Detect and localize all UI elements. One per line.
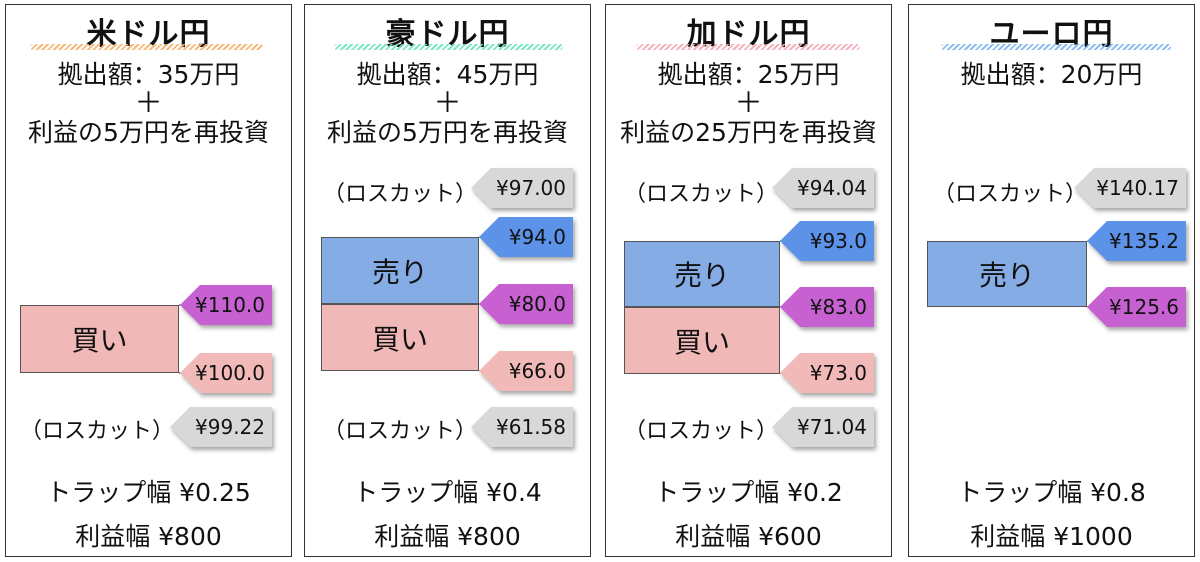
sell-box: 売り <box>927 241 1087 307</box>
profit-width-text: 利益幅 ¥600 <box>675 522 822 551</box>
profit-width-text: 利益幅 ¥1000 <box>970 522 1133 551</box>
price-tag-sell-lower: ¥125.6 <box>1087 287 1186 327</box>
stop-loss-price-tag: ¥94.04 <box>772 168 874 208</box>
stop-loss-label: （ロスカット） <box>933 182 1088 207</box>
panel-audjpy: 豪ドル円 拠出額：45万円 ＋ 利益の5万円を再投資 （ロスカット） ¥97.0… <box>304 4 591 557</box>
panel-usdjpy: 米ドル円 拠出額：35万円 ＋ 利益の5万円を再投資 買い ¥110.0 ¥10… <box>5 4 292 557</box>
funding-text: 拠出額：25万円 <box>657 60 840 89</box>
price-tag-buy-upper: ¥83.0 <box>780 287 874 327</box>
funding-text: 拠出額：35万円 <box>57 60 240 89</box>
trap-width-text: トラップ幅 ¥0.25 <box>46 478 251 507</box>
panel-eurjpy: ユーロ円 拠出額：20万円 （ロスカット） ¥140.17 売り ¥135.2 … <box>908 4 1195 557</box>
price-tag-sell-upper: ¥93.0 <box>780 221 874 261</box>
buy-box: 買い <box>321 304 479 371</box>
price-tag-buy-upper: ¥80.0 <box>479 284 573 324</box>
buy-box: 買い <box>624 307 780 374</box>
stop-loss-label: （ロスカット） <box>323 419 478 444</box>
plus-sign: ＋ <box>134 86 163 119</box>
reinvest-text: 利益の5万円を再投資 <box>28 118 269 147</box>
stop-loss-price-tag: ¥97.00 <box>471 168 573 208</box>
buy-label: 買い <box>673 325 730 359</box>
stop-loss-price-tag: ¥71.04 <box>772 407 874 447</box>
profit-width-text: 利益幅 ¥800 <box>374 522 521 551</box>
stop-loss-label: （ロスカット） <box>323 182 478 207</box>
stop-loss-price-tag: ¥140.17 <box>1074 168 1186 208</box>
price-tag-sell-upper: ¥94.0 <box>479 217 573 257</box>
trap-width-text: トラップ幅 ¥0.2 <box>654 478 843 507</box>
title-underline <box>30 44 263 50</box>
stop-loss-label: （ロスカット） <box>624 182 779 207</box>
funding-text: 拠出額：20万円 <box>960 60 1143 89</box>
profit-width-text: 利益幅 ¥800 <box>75 522 222 551</box>
price-tag-buy-lower: ¥100.0 <box>180 353 272 393</box>
sell-label: 売り <box>673 259 730 292</box>
sell-label: 売り <box>978 259 1035 292</box>
sell-box: 売り <box>321 237 479 304</box>
title-underline <box>636 44 860 50</box>
stop-loss-label: （ロスカット） <box>20 419 175 444</box>
reinvest-text: 利益の5万円を再投資 <box>327 118 568 147</box>
funding-text: 拠出額：45万円 <box>356 60 539 89</box>
price-tag-buy-lower: ¥66.0 <box>479 351 573 391</box>
plus-sign: ＋ <box>433 86 462 119</box>
reinvest-text: 利益の25万円を再投資 <box>620 118 877 147</box>
stop-loss-price-tag: ¥61.58 <box>471 407 573 447</box>
trap-width-text: トラップ幅 ¥0.8 <box>957 478 1146 507</box>
title-underline <box>334 44 563 50</box>
price-tag-buy-upper: ¥110.0 <box>180 285 272 325</box>
title-underline <box>941 44 1171 50</box>
plus-sign: ＋ <box>734 86 763 119</box>
sell-label: 売り <box>371 255 428 289</box>
price-tag-sell-upper: ¥135.2 <box>1087 221 1186 261</box>
buy-box: 買い <box>20 305 179 373</box>
price-tag-buy-lower: ¥73.0 <box>780 353 874 393</box>
buy-label: 買い <box>71 324 128 357</box>
panel-cadjpy: 加ドル円 拠出額：25万円 ＋ 利益の25万円を再投資 （ロスカット） ¥94.… <box>605 4 892 557</box>
sell-box: 売り <box>624 241 780 307</box>
buy-label: 買い <box>371 322 428 356</box>
stop-loss-label: （ロスカット） <box>624 419 779 444</box>
stop-loss-price-tag: ¥99.22 <box>170 407 272 447</box>
trap-width-text: トラップ幅 ¥0.4 <box>353 478 542 507</box>
